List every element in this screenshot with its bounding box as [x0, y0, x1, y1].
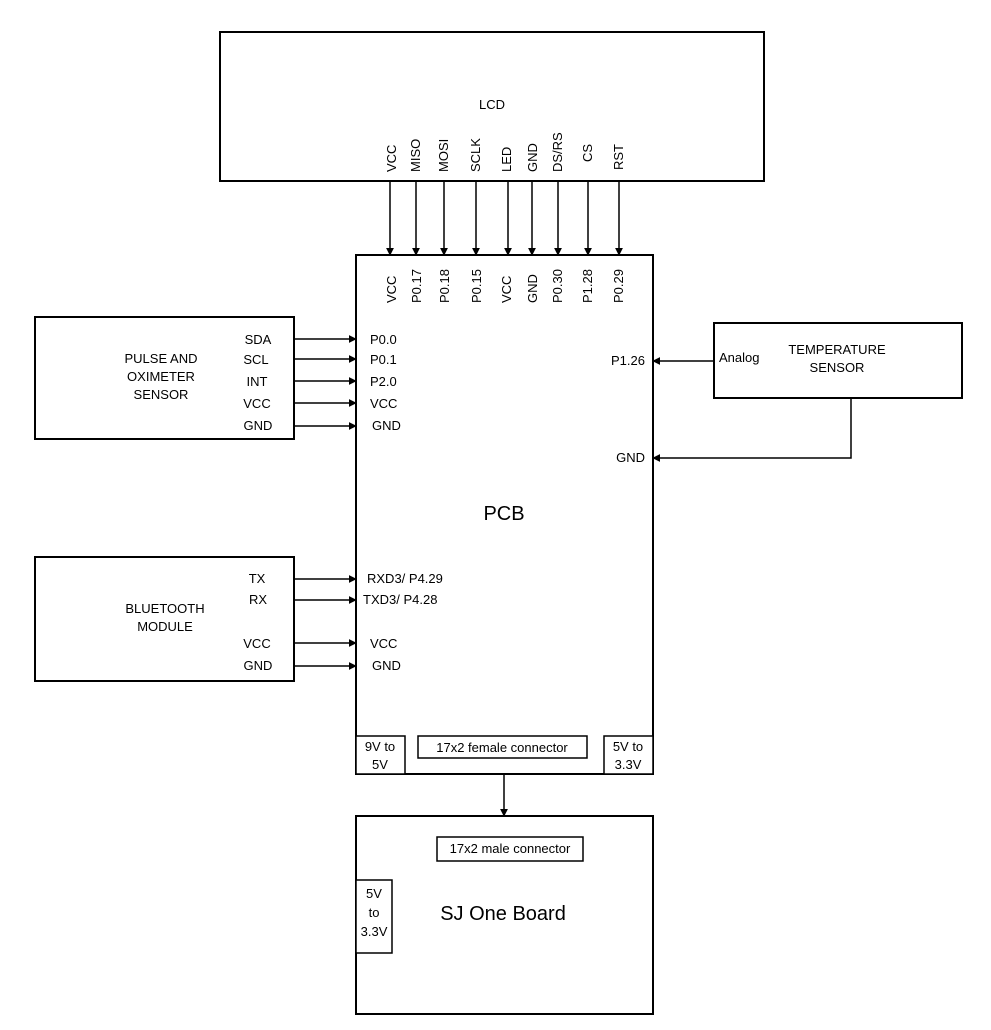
pcb-pin-p2-0: P2.0: [370, 374, 397, 389]
pulse-to-pcb-wires: [294, 335, 357, 430]
bluetooth-title-line2: MODULE: [137, 619, 193, 634]
regulator-5v-3v3-pcb-line1: 5V to: [613, 739, 643, 754]
male-connector-label: 17x2 male connector: [450, 841, 571, 856]
lcd-to-pcb-wires: [386, 181, 623, 256]
pulse-oximeter-block: PULSE AND OXIMETER SENSOR SDA SCL INT VC…: [34, 316, 295, 440]
pcb-pin-p0-0: P0.0: [370, 332, 397, 347]
lcd-box: [219, 31, 765, 182]
lcd-pin-sclk: SCLK: [468, 138, 483, 172]
regulator-sj-line1: 5V: [366, 886, 382, 901]
bluetooth-box: [34, 556, 295, 682]
lcd-pin-led: LED: [499, 147, 514, 172]
bluetooth-to-pcb-wires: [294, 575, 357, 670]
lcd-pin-vcc: VCC: [384, 145, 399, 172]
pcb-top-pin-vcc-2: VCC: [499, 276, 514, 303]
pcb-top-pin-gnd: GND: [525, 274, 540, 303]
temperature-title-line2: SENSOR: [810, 360, 865, 375]
pcb-pin-vcc-pulse: VCC: [370, 396, 397, 411]
temperature-sensor-box: [713, 322, 963, 399]
pcb-pin-gnd-bt: GND: [372, 658, 401, 673]
male-connector: [436, 836, 584, 862]
lcd-pin-miso: MISO: [408, 139, 423, 172]
lcd-title: LCD: [479, 97, 505, 112]
regulator-9v-5v: [355, 735, 406, 775]
bluetooth-pin-tx: TX: [249, 571, 266, 586]
pcb-top-pin-p0-30: P0.30: [550, 269, 565, 303]
female-connector-label: 17x2 female connector: [436, 740, 568, 755]
pulse-title-line1: PULSE AND: [125, 351, 198, 366]
pcb-title: PCB: [483, 503, 524, 525]
pcb-top-pin-p0-17: P0.17: [409, 269, 424, 303]
lcd-pin-dsrs: DS/RS: [550, 132, 565, 172]
pulse-title-line3: SENSOR: [134, 387, 189, 402]
pcb-box: [355, 254, 654, 775]
lcd-block: LCD VCC MISO MOSI SCLK LED GND DS/RS CS …: [219, 31, 765, 182]
regulator-sj-line2: to: [369, 905, 380, 920]
pulse-pin-gnd: GND: [244, 418, 273, 433]
pulse-pin-vcc: VCC: [243, 396, 270, 411]
bluetooth-title-line1: BLUETOOTH: [125, 601, 204, 616]
pcb-pin-gnd-pulse: GND: [372, 418, 401, 433]
pulse-title-line2: OXIMETER: [127, 369, 195, 384]
sj-one-title: SJ One Board: [440, 903, 566, 925]
pcb-top-pin-p1-28: P1.28: [580, 269, 595, 303]
lcd-pin-rst: RST: [611, 144, 626, 170]
female-connector: [417, 735, 588, 759]
pcb-top-pin-p0-18: P0.18: [437, 269, 452, 303]
pcb-pin-p1-26: P1.26: [611, 353, 645, 368]
regulator-5v-3v3-sj: [355, 879, 393, 954]
regulator-5v-3v3-pcb-line2: 3.3V: [615, 757, 642, 772]
pcb-top-pin-p0-29: P0.29: [611, 269, 626, 303]
sj-one-block: 17x2 male connector 5V to 3.3V SJ One Bo…: [355, 815, 654, 1015]
bluetooth-pin-vcc: VCC: [243, 636, 270, 651]
pcb-pin-rxd3: RXD3/ P4.29: [367, 571, 443, 586]
bluetooth-pin-gnd: GND: [244, 658, 273, 673]
lcd-pin-cs: CS: [580, 144, 595, 162]
pulse-pin-int: INT: [247, 374, 268, 389]
pulse-pin-scl: SCL: [243, 352, 268, 367]
pcb-top-pin-vcc: VCC: [384, 276, 399, 303]
regulator-5v-3v3-pcb: [603, 735, 654, 775]
pcb-pin-p0-1: P0.1: [370, 352, 397, 367]
temperature-pin-analog: Analog: [719, 350, 759, 365]
regulator-9v-5v-line1: 9V to: [365, 739, 395, 754]
temperature-to-pcb-wires: [652, 357, 852, 462]
lcd-pin-gnd: GND: [525, 143, 540, 172]
wire-temp-gnd: [652, 398, 852, 462]
pcb-pin-txd3: TXD3/ P4.28: [363, 592, 437, 607]
regulator-sj-line3: 3.3V: [361, 924, 388, 939]
pcb-pin-vcc-bt: VCC: [370, 636, 397, 651]
pcb-block: VCC P0.17 P0.18 P0.15 VCC GND P0.30 P1.2…: [355, 254, 654, 775]
pulse-pin-sda: SDA: [245, 332, 272, 347]
pulse-oximeter-box: [34, 316, 295, 440]
regulator-9v-5v-line2: 5V: [372, 757, 388, 772]
bluetooth-pin-rx: RX: [249, 592, 267, 607]
lcd-pin-mosi: MOSI: [436, 139, 451, 172]
temperature-sensor-block: TEMPERATURE SENSOR Analog: [713, 322, 963, 399]
bluetooth-block: BLUETOOTH MODULE TX RX VCC GND: [34, 556, 295, 682]
pcb-pin-gnd-temp: GND: [616, 450, 645, 465]
pcb-top-pin-p0-15: P0.15: [469, 269, 484, 303]
temperature-title-line1: TEMPERATURE: [788, 342, 886, 357]
